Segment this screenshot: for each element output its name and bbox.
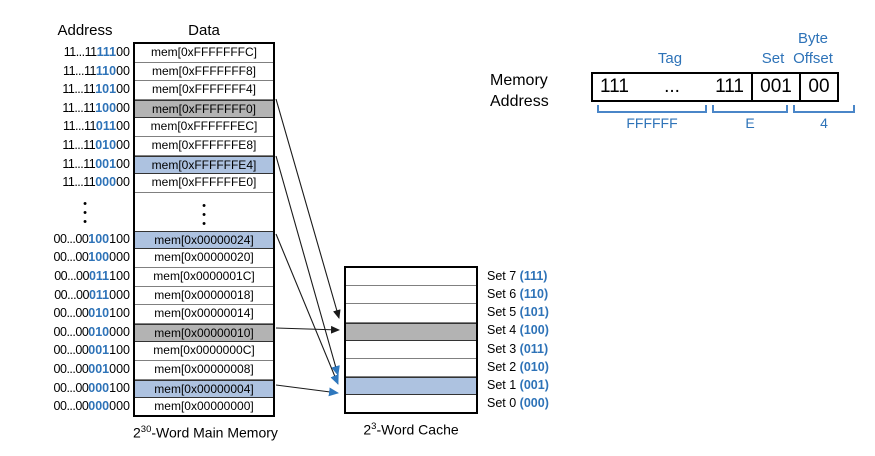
main-memory-caption: 230-Word Main Memory [133, 424, 278, 441]
cache-set-row [346, 304, 476, 323]
cache-set-label: Set 6 (110) [487, 287, 549, 302]
byte-offset-field: 00 [799, 74, 837, 100]
set-field-title: Set [761, 50, 785, 67]
memory-row-address: 11...1111000 [63, 63, 130, 78]
cache-set-label: Set 7 (111) [487, 268, 548, 283]
main-memory-caption-suffix: -Word Main Memory [151, 424, 278, 441]
memory-row-address: 00...00100000 [53, 250, 130, 265]
memory-row-address: 00...00000100 [53, 380, 130, 395]
cache-set-row [346, 286, 476, 305]
cache-set-row [346, 377, 476, 396]
memory-row-address: 00...00001100 [53, 343, 130, 358]
cache-set-row [346, 395, 476, 413]
cache-caption-base: 2 [363, 421, 372, 438]
memory-address-ellipsis: ••• [83, 197, 87, 228]
memory-row-address: 11...1111100 [63, 45, 130, 60]
tag-value-right: 111 [715, 76, 744, 97]
tag-hex-value: FFFFFF [626, 115, 678, 131]
cache-caption-exponent: 3 [371, 421, 377, 432]
cache-set-label: Set 5 (101) [487, 305, 549, 320]
memory-row-address: 11...1110000 [62, 100, 130, 115]
arrow-ffffff0-to-set4 [275, 98, 341, 319]
set-brace [712, 105, 788, 113]
memory-row-data: mem[0xFFFFFFE4] [135, 155, 273, 175]
memory-row-data: mem[0xFFFFFFFC] [135, 44, 273, 63]
memory-row-address: 00...00100100 [53, 231, 130, 246]
memory-row-data: mem[0xFFFFFFF4] [135, 81, 273, 100]
memory-row-address: 11...1110100 [62, 82, 130, 97]
cache-set-row [346, 359, 476, 378]
memory-row-address: 00...00001000 [53, 362, 130, 377]
tag-brace [597, 105, 707, 113]
memory-row-address: 00...00011100 [54, 269, 130, 284]
cache-caption: 23-Word Cache [344, 421, 478, 438]
memory-row-address: 00...00011000 [54, 287, 130, 302]
memory-row-data: mem[0x00000020] [135, 249, 273, 268]
memory-row-data: mem[0xFFFFFFEC] [135, 118, 273, 137]
arrow-00000004-to-set1 [275, 384, 339, 397]
memory-row-data: mem[0xFFFFFFE8] [135, 137, 273, 156]
memory-row-data: mem[0x00000004] [135, 379, 273, 399]
memory-row-address: 11...1101100 [63, 119, 130, 134]
cache-box [344, 266, 478, 414]
arrow-00000024-to-set1 [275, 233, 339, 385]
memory-row-address: 00...00000000 [53, 399, 130, 414]
set-hex-value: E [745, 115, 755, 131]
arrow-00000010-to-set4 [275, 325, 340, 334]
tag-value-left: 111 [600, 76, 629, 97]
address-column-header: Address [57, 22, 113, 39]
byte-offset-field-title-line1: Byte [797, 30, 828, 47]
cache-set-row [346, 322, 476, 341]
memory-address-label-line1: Memory [490, 72, 548, 89]
memory-row-data: mem[0x00000014] [135, 305, 273, 324]
memory-row-data: mem[0x00000000] [154, 399, 254, 414]
cache-set-label: Set 4 (100) [487, 323, 549, 338]
tag-value-ellipsis: ... [664, 76, 680, 97]
memory-row-address: 11...1100100 [62, 156, 130, 171]
memory-row-address: 11...1101000 [62, 138, 130, 153]
cache-caption-suffix: -Word Cache [376, 421, 459, 438]
memory-address-label: Memory Address [490, 70, 549, 112]
cache-set-row [346, 268, 476, 287]
memory-row-address: 00...00010000 [53, 324, 130, 339]
memory-row-data: mem[0xFFFFFFF8] [135, 63, 273, 82]
cache-set-label: Set 2 (010) [487, 359, 549, 374]
memory-row-data: mem[0x0000000C] [135, 342, 273, 361]
cache-set-row [346, 341, 476, 359]
cache-set-label: Set 3 (011) [487, 341, 549, 356]
memory-row-address: 11...1100000 [62, 175, 130, 190]
memory-row-address: 00...00010100 [53, 306, 130, 321]
offset-brace [793, 105, 855, 113]
memory-row-data: mem[0x00000010] [135, 323, 273, 343]
cache-set-label: Set 1 (001) [487, 378, 549, 393]
memory-data-ellipsis: ••• [202, 199, 206, 230]
main-memory-caption-exponent: 30 [140, 424, 152, 435]
tag-field-title: Tag [657, 50, 683, 67]
memory-row-data: mem[0x00000018] [135, 287, 273, 306]
memory-row-data: mem[0x0000001C] [135, 268, 273, 287]
main-memory-caption-base: 2 [133, 424, 141, 441]
memory-address-label-line2: Address [490, 93, 549, 110]
set-field: 001 [751, 74, 799, 100]
tag-field: 111 ... 111 [593, 74, 751, 100]
main-memory-box: mem[0xFFFFFFFC]mem[0xFFFFFFF8]mem[0xFFFF… [133, 42, 275, 417]
cache-set-label: Set 0 (000) [487, 396, 549, 411]
offset-hex-value: 4 [820, 115, 828, 131]
memory-row-data: mem[0x00000008] [135, 361, 273, 380]
memory-row-data: mem[0x00000024] [135, 230, 273, 250]
byte-offset-field-title-line2: Offset [793, 50, 833, 67]
memory-address-field-box: 111 ... 111 001 00 [591, 72, 839, 102]
memory-row-data: mem[0xFFFFFFF0] [135, 99, 273, 119]
arrow-ffffffe4-to-set1 [275, 155, 340, 376]
data-column-header: Data [188, 22, 220, 39]
memory-row-data: mem[0xFFFFFFE0] [135, 174, 273, 193]
